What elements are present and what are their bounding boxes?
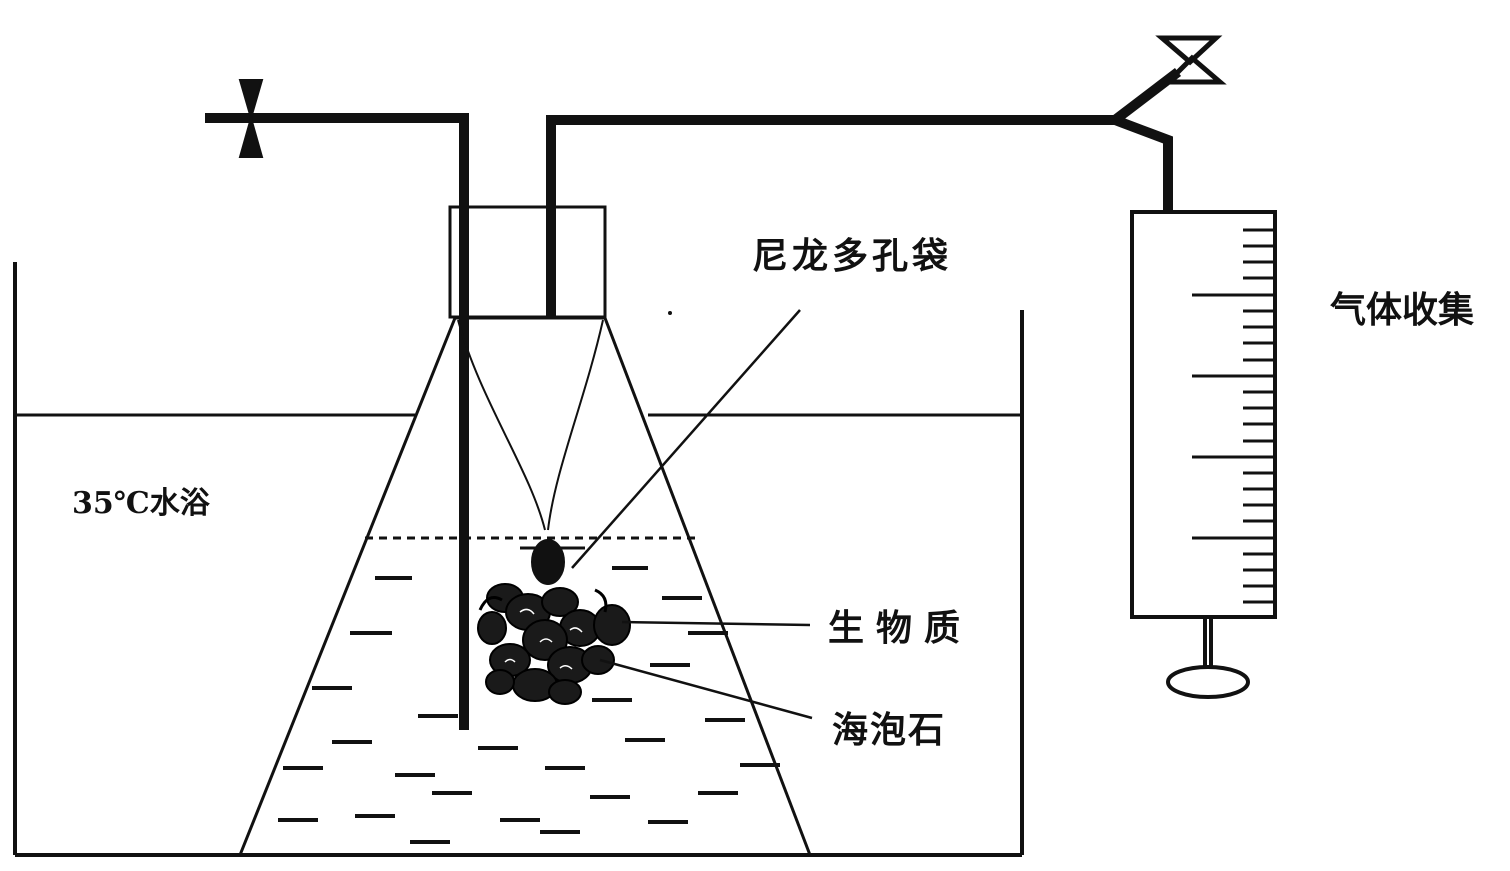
- outlet-tube: [546, 68, 1182, 318]
- liquid-dashes: [278, 566, 780, 844]
- water-bath-container: [13, 262, 1024, 857]
- leader-biomass: [621, 620, 811, 627]
- biomass-clump: [477, 583, 631, 705]
- nylon-bag-strings: [457, 319, 604, 531]
- stray-dot: [668, 311, 672, 315]
- leader-lines: [571, 309, 813, 720]
- syringe-scale-marks: [1192, 228, 1275, 604]
- label-nylon-bag: 尼龙多孔袋: [752, 235, 952, 277]
- gas-syringe: [1130, 210, 1277, 699]
- biomass-highlights: [504, 608, 583, 670]
- label-sepiolite: 海泡石: [832, 709, 946, 751]
- leader-sepiolite: [599, 658, 813, 720]
- label-gas-collection: 气体收集: [1330, 289, 1474, 331]
- nylon-bag-knot: [520, 539, 585, 585]
- leader-nylon-bag: [571, 309, 801, 569]
- outlet-valve-icon: [1155, 35, 1227, 85]
- inlet-tube: [205, 113, 469, 730]
- label-water-bath: 35℃水浴: [72, 486, 211, 521]
- label-biomass: 生物质: [828, 607, 972, 649]
- flask-stopper: [448, 205, 607, 319]
- inlet-valve-icon: [238, 79, 264, 158]
- conical-flask: [238, 316, 812, 856]
